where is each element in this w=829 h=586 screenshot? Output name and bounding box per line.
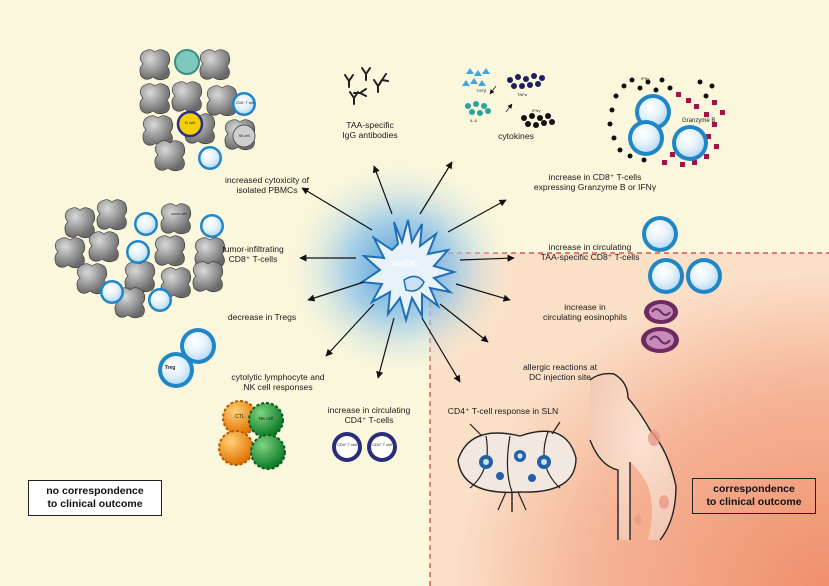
sln-lymph-node (457, 421, 577, 512)
label-treg: decrease in Tregs (227, 312, 297, 322)
allergic-body-figure (589, 372, 677, 541)
tumor-label: tumor cell (171, 212, 187, 216)
arrow-treg (307, 281, 365, 302)
no-correspondence-box: no correspondence to clinical outcome (28, 480, 162, 516)
correspondence-box: correspondence to clinical outcome (692, 478, 816, 514)
radial-arrows (299, 161, 515, 383)
cd4-label: CD4⁺ T cell (337, 443, 357, 447)
til-cluster (54, 199, 226, 319)
ifng-label: IFNγ (532, 108, 540, 113)
arrow-cd8-granzyme (447, 199, 507, 233)
label-eosinophil: increase in circulating eosinophils (542, 302, 628, 322)
eosinophil-cells (641, 300, 679, 353)
ctl-label: CTL (235, 414, 245, 420)
arrow-eosinophil (455, 283, 511, 302)
nk-cell-icon (232, 124, 256, 148)
modc-cell (359, 219, 458, 324)
arrow-sln (421, 317, 461, 383)
nk-label: NK cell (238, 134, 250, 138)
nk-cell-label: NK cell (258, 416, 274, 421)
b-cell-label: B cell (185, 120, 195, 125)
cd8-label: CD8⁺ T cell (236, 101, 255, 105)
tgfb-label: TGFβ (476, 88, 487, 93)
cd4-cells (332, 432, 397, 462)
label-ctl: cytolytic lymphocyte and NK cell respons… (231, 372, 325, 392)
monocyte-icon (174, 49, 200, 75)
cd4-label: CD4⁺ T cell (372, 443, 392, 447)
treg-cells (158, 328, 216, 388)
label-cd8-granzyme: increase in CD8⁺ T-cells expressing Gran… (533, 172, 657, 192)
granzyme-label: Granzyme B (682, 118, 715, 124)
arrow-pbmc (301, 187, 373, 231)
il6-label: IL-6 (470, 118, 478, 123)
b-cell-icon (176, 110, 204, 138)
label-taa: increase in circulating TAA-specific CD8… (540, 242, 640, 262)
arrow-cytokines (419, 161, 453, 215)
cd8-granzyme-cluster: IFNγ Granzyme B (607, 76, 725, 167)
arrow-ctl (325, 303, 375, 357)
ctl-nk-cells (218, 400, 286, 470)
pbmc-cluster (139, 49, 256, 172)
label-til: tumor-infiltrating CD8⁺ T-cells (222, 244, 284, 264)
arrow-allergic (439, 303, 489, 343)
arrow-taa (459, 254, 515, 262)
cd8-tcell-icon (198, 146, 222, 170)
label-sln: CD4⁺ T-cell response in SLN (447, 406, 559, 416)
tnfa-label: TNFα (517, 92, 528, 97)
label-allergic: allergic reactions at DC injection site (522, 362, 598, 382)
label-modc: moDC (392, 258, 418, 268)
label-cytokines: cytokines (498, 131, 534, 141)
arrow-cd4 (376, 317, 395, 379)
label-igg: TAA-specific IgG antibodies (342, 120, 398, 140)
label-pbmc: increased cytoxicity of isolated PBMCs (224, 175, 310, 195)
treg-label: Treg (164, 365, 176, 371)
igg-antibodies-icon (344, 67, 389, 105)
arrow-igg (372, 165, 393, 215)
ifng-label-2: IFNγ (641, 76, 649, 81)
label-cd4: increase in circulating CD4⁺ T-cells (327, 405, 411, 425)
cytokines-icon: TGFβ TNFα IL-6 IFNγ (462, 68, 555, 128)
